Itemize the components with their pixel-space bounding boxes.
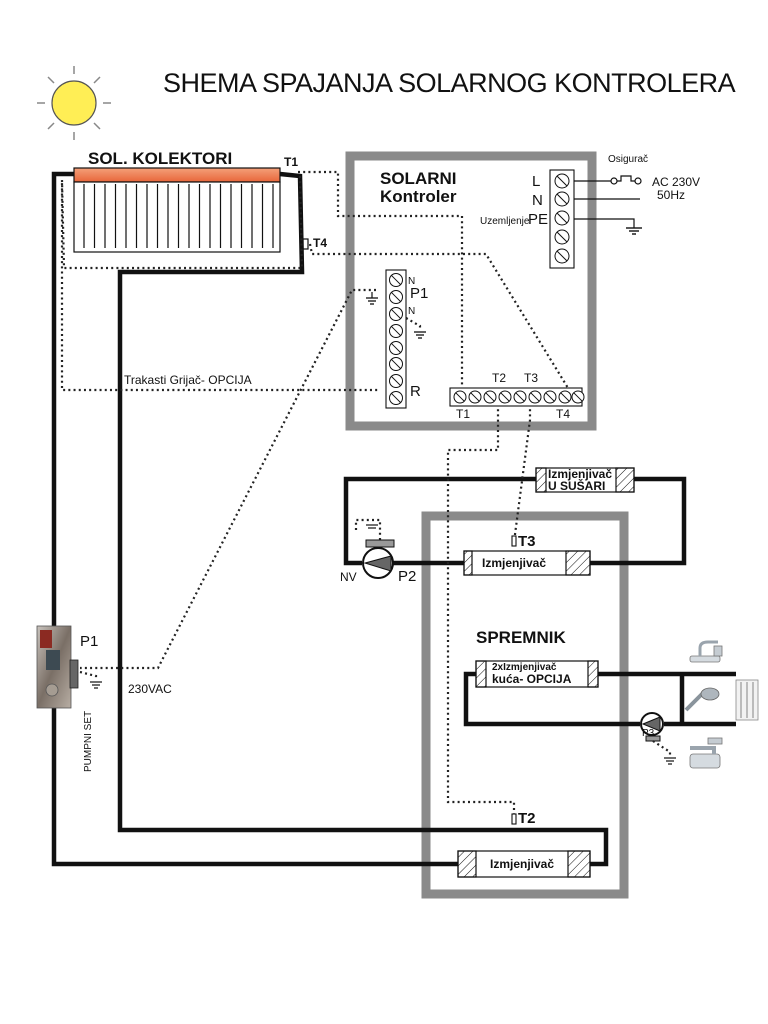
supply-frequency: 50Hz <box>657 188 685 202</box>
terminal-screw <box>389 341 403 355</box>
house-exchanger-label: 2xIzmjenjivač <box>492 662 557 673</box>
terminal-screw <box>389 290 403 304</box>
pipe-dryer-right <box>590 476 687 566</box>
pump-set-icon <box>36 625 79 709</box>
terminal-screw <box>554 191 570 207</box>
terminal-n-label: N <box>532 192 543 209</box>
terminal-screw <box>513 390 527 404</box>
ground-label: Uzemljenje <box>480 216 530 227</box>
pump-p2-label: P2 <box>398 568 416 585</box>
power-terminal-screws <box>554 173 570 264</box>
sensor-t2 <box>511 813 517 825</box>
terminal-screw <box>554 210 570 226</box>
terminal-r-label: R <box>410 383 421 400</box>
output-terminal-block <box>385 269 407 409</box>
heater-option-label: Trakasti Grijač- OPCIJA <box>124 373 252 387</box>
pump-p2-nv-label: NV <box>340 570 357 584</box>
terminal-t4-label: T4 <box>556 407 570 421</box>
terminal-screw <box>389 391 403 405</box>
tank-upper-exchanger-label: Izmjenjivač <box>482 556 546 570</box>
pump-p1-label: P1 <box>80 633 98 650</box>
fuse-label: Osigurač <box>608 154 648 165</box>
tank-label: SPREMNIK <box>476 628 566 647</box>
terminal-screw <box>389 324 403 338</box>
wire-p1 <box>80 288 376 670</box>
terminal-l-label: L <box>532 173 540 190</box>
terminal-t1-label: T1 <box>456 407 470 421</box>
radiator-icon <box>735 679 759 721</box>
collector-header <box>73 167 281 183</box>
supply-voltage: AC 230V <box>652 175 700 189</box>
sun-icon <box>37 66 111 140</box>
solar-collector <box>73 167 281 253</box>
terminal-n1-label: N <box>408 276 415 287</box>
pipe-dryer-left <box>343 476 540 566</box>
tank-sensor-t3-label: T3 <box>518 533 536 550</box>
basin-faucet-icon <box>689 737 723 769</box>
terminal-screw <box>554 229 570 245</box>
terminal-screw <box>389 357 403 371</box>
sensor-t3 <box>511 535 517 547</box>
terminal-screw <box>453 390 467 404</box>
page-title: SHEMA SPAJANJA SOLARNOG KONTROLERA <box>163 68 736 98</box>
terminal-pe-label: PE <box>528 211 548 228</box>
collector-body <box>73 181 281 253</box>
terminal-screw <box>528 390 542 404</box>
sensor-t4 <box>302 238 309 250</box>
ground-icon <box>626 227 642 235</box>
terminal-screw <box>554 248 570 264</box>
pipe-house-left <box>463 671 640 727</box>
tank-lower-exchanger <box>457 850 591 878</box>
output-terminal-screws <box>389 273 403 405</box>
sensor-t1-label: T1 <box>284 155 298 169</box>
wire-p2 <box>354 518 382 540</box>
sensor-terminal-screws <box>453 390 585 404</box>
terminal-screw <box>498 390 512 404</box>
terminal-screw <box>558 390 572 404</box>
tank-sensor-t2-label: T2 <box>518 810 536 827</box>
pump-set-label: PUMPNI SET <box>83 711 94 772</box>
ground-icon <box>366 292 426 339</box>
shower-icon <box>684 687 720 712</box>
tank-upper-exchanger <box>463 550 591 576</box>
pipe-collector-return <box>51 171 462 867</box>
wire-t1 <box>298 170 464 388</box>
dryer-exchanger <box>535 467 635 493</box>
terminal-screw <box>468 390 482 404</box>
terminal-screw <box>389 374 403 388</box>
pump-p2-icon <box>362 524 395 579</box>
terminal-screw <box>543 390 557 404</box>
terminal-screw <box>389 273 403 287</box>
house-exchanger <box>475 660 599 688</box>
terminal-t3-label: T3 <box>524 371 538 385</box>
terminal-p1-label: P1 <box>410 285 428 302</box>
terminal-t2-label: T2 <box>492 371 506 385</box>
fuse-icon <box>610 175 642 185</box>
dryer-exchanger-label: Izmjenjivač <box>548 467 612 481</box>
pump-p3-label: P3 <box>642 728 655 739</box>
sensor-t4-label: T4 <box>313 236 327 250</box>
pump-voltage-label: 230VAC <box>128 682 172 696</box>
terminal-screw <box>571 390 585 404</box>
faucet-icon <box>689 640 723 663</box>
house-exchanger-sublabel: kuća- OPCIJA <box>492 672 572 686</box>
controller-title: SOLARNI <box>380 169 457 188</box>
collector-tubes <box>83 184 274 248</box>
dryer-exchanger-sublabel: U SUŠARI <box>548 478 605 493</box>
terminal-screw <box>554 173 570 189</box>
controller-subtitle: Kontroler <box>380 187 457 206</box>
terminal-screw <box>483 390 497 404</box>
collector-label: SOL. KOLEKTORI <box>88 149 232 168</box>
wire-t2 <box>446 404 516 816</box>
terminal-screw <box>389 307 403 321</box>
terminal-n2-label: N <box>408 306 415 317</box>
ground-icon <box>79 670 102 689</box>
pump-p3-icon <box>640 712 676 765</box>
tank-lower-exchanger-label: Izmjenjivač <box>490 857 554 871</box>
